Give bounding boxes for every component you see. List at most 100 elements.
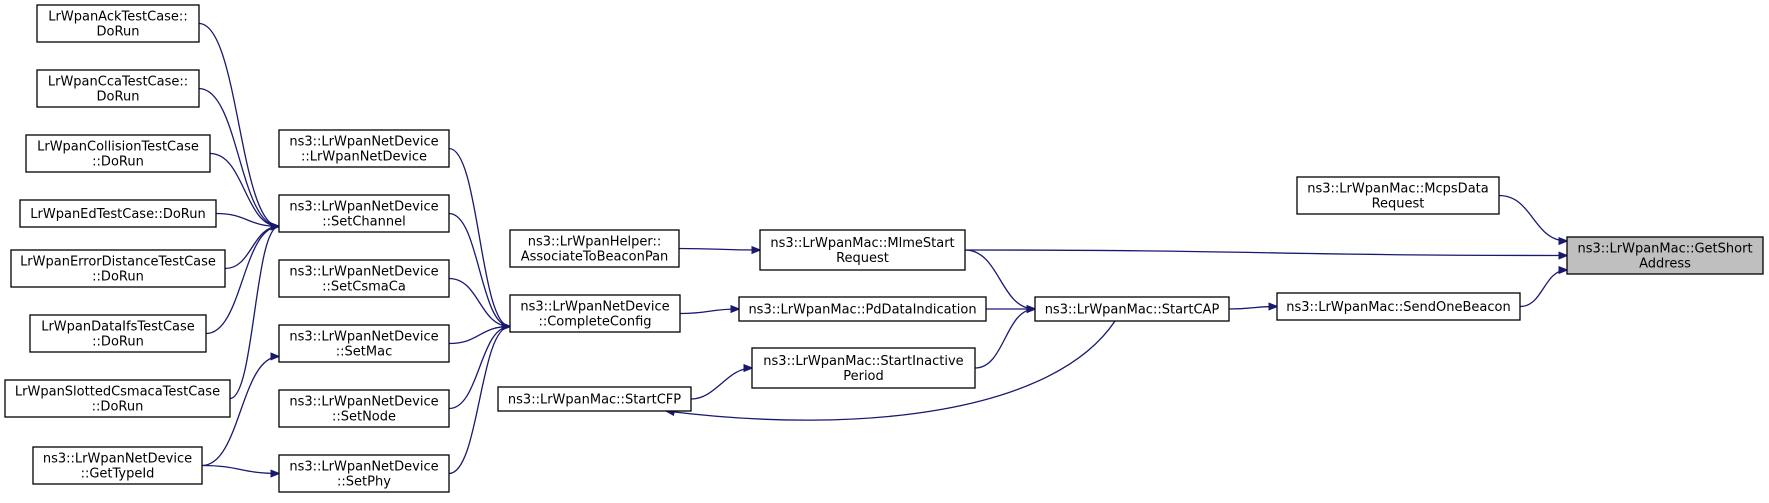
- graph-node-n9[interactable]: ns3::LrWpanNetDevice::LrWpanNetDevice: [278, 129, 450, 168]
- graph-node-n17[interactable]: ns3::LrWpanMac::StartCFP: [497, 386, 692, 412]
- edge-n7-to-n10: [229, 226, 279, 400]
- graph-node-n10[interactable]: ns3::LrWpanNetDevice::SetChannel: [278, 194, 450, 233]
- node-box: [738, 296, 987, 322]
- node-label-line: ::GetTypeId: [81, 467, 155, 482]
- edge-n15-to-n18: [678, 249, 760, 251]
- edge-n17-to-n20: [690, 368, 752, 400]
- node-label-line: Period: [843, 369, 884, 384]
- node-box: [1566, 236, 1764, 275]
- graph-node-n1[interactable]: LrWpanAckTestCase::DoRun: [36, 4, 200, 43]
- edges-layer: [198, 22, 1567, 475]
- node-box: [4, 379, 231, 418]
- node-label-line: LrWpanCcaTestCase::: [48, 75, 188, 90]
- node-box: [759, 229, 966, 271]
- graph-node-n8[interactable]: ns3::LrWpanNetDevice::GetTypeId: [32, 446, 203, 485]
- node-box: [10, 249, 226, 288]
- node-box: [25, 134, 211, 173]
- node-label-line: ::DoRun: [92, 400, 144, 415]
- node-box: [19, 199, 217, 228]
- node-label-line: ::DoRun: [92, 335, 144, 350]
- node-label-line: ns3::LrWpanNetDevice: [289, 460, 438, 475]
- edge-n22-to-n24: [1498, 194, 1567, 242]
- node-label-line: Address: [1639, 257, 1691, 272]
- node-box: [29, 314, 207, 353]
- node-label-line: ::SetMac: [336, 345, 392, 360]
- node-box: [751, 347, 976, 389]
- node-label-line: ns3::LrWpanNetDevice: [520, 300, 669, 315]
- graph-node-n23[interactable]: ns3::LrWpanMac::SendOneBeacon: [1276, 292, 1521, 321]
- node-label-line: ::SetChannel: [322, 215, 405, 230]
- node-label-line: ::SetPhy: [337, 475, 391, 490]
- edge-n10-to-n16: [448, 212, 510, 327]
- node-label-line: ns3::LrWpanMac::PdDataIndication: [748, 303, 976, 318]
- node-box: [278, 324, 450, 363]
- graph-node-n16[interactable]: ns3::LrWpanNetDevice::CompleteConfig: [509, 294, 681, 333]
- graph-node-n13[interactable]: ns3::LrWpanNetDevice::SetNode: [278, 389, 450, 428]
- node-label-line: Request: [836, 251, 889, 266]
- node-label-line: LrWpanDataIfsTestCase: [41, 320, 195, 335]
- node-label-line: ::LrWpanNetDevice: [301, 150, 427, 165]
- edge-n3-to-n10: [209, 152, 279, 227]
- edge-n13-to-n16: [448, 326, 510, 410]
- nodes-layer: LrWpanAckTestCase::DoRunLrWpanCcaTestCas…: [4, 4, 1764, 493]
- edge-n16-to-n19: [679, 309, 739, 315]
- node-label-line: LrWpanAckTestCase::: [48, 10, 187, 25]
- node-box: [509, 229, 680, 268]
- node-label-line: Request: [1372, 197, 1425, 212]
- node-label-line: ns3::LrWpanNetDevice: [289, 330, 438, 345]
- graph-node-n15[interactable]: ns3::LrWpanHelper::AssociateToBeaconPan: [509, 229, 680, 268]
- node-label-line: ns3::LrWpanNetDevice: [289, 200, 438, 215]
- edge-n8-to-n12: [201, 356, 279, 467]
- node-box: [497, 386, 692, 412]
- edge-n14-to-n16: [448, 326, 510, 475]
- node-box: [36, 4, 200, 43]
- graph-node-n3[interactable]: LrWpanCollisionTestCase::DoRun: [25, 134, 211, 173]
- graph-node-n5[interactable]: LrWpanErrorDistanceTestCase::DoRun: [10, 249, 226, 288]
- edge-n2-to-n10: [198, 87, 279, 227]
- node-label-line: ::CompleteConfig: [538, 315, 651, 330]
- edge-n18-to-n24: [964, 249, 1567, 256]
- node-label-line: ns3::LrWpanMac::StartCAP: [1045, 303, 1220, 318]
- node-label-line: ns3::LrWpanMac::MlmeStart: [770, 236, 954, 251]
- node-label-line: ns3::LrWpanHelper::: [528, 235, 661, 250]
- edge-n20-to-n21: [974, 309, 1035, 369]
- node-box: [278, 194, 450, 233]
- node-label-line: ::DoRun: [92, 270, 144, 285]
- node-box: [278, 259, 450, 298]
- edge-n23-to-n24: [1519, 270, 1567, 308]
- node-label-line: DoRun: [97, 25, 140, 40]
- node-box: [1296, 176, 1500, 215]
- edge-n1-to-n10: [198, 22, 279, 227]
- graph-node-n2[interactable]: LrWpanCcaTestCase::DoRun: [36, 69, 200, 108]
- edge-n11-to-n16: [448, 277, 510, 327]
- node-label-line: ::DoRun: [92, 155, 144, 170]
- node-label-line: AssociateToBeaconPan: [521, 250, 669, 265]
- graph-node-n6[interactable]: LrWpanDataIfsTestCase::DoRun: [29, 314, 207, 353]
- graph-node-n14[interactable]: ns3::LrWpanNetDevice::SetPhy: [278, 454, 450, 493]
- node-label-line: LrWpanErrorDistanceTestCase: [20, 255, 216, 270]
- node-label-line: DoRun: [97, 90, 140, 105]
- node-label-line: LrWpanSlottedCsmacaTestCase: [15, 385, 220, 400]
- node-label-line: LrWpanEdTestCase::DoRun: [30, 207, 205, 222]
- graph-node-n7[interactable]: LrWpanSlottedCsmacaTestCase::DoRun: [4, 379, 231, 418]
- edge-n8-to-n14: [201, 464, 279, 474]
- graph-node-n19[interactable]: ns3::LrWpanMac::PdDataIndication: [738, 296, 987, 322]
- node-label-line: ns3::LrWpanNetDevice: [289, 265, 438, 280]
- edge-n6-to-n10: [205, 226, 279, 335]
- graph-node-n11[interactable]: ns3::LrWpanNetDevice::SetCsmaCa: [278, 259, 450, 298]
- node-label-line: ::SetCsmaCa: [322, 280, 406, 295]
- node-box: [278, 389, 450, 428]
- node-box: [1034, 296, 1230, 322]
- node-box: [32, 446, 203, 485]
- node-box: [278, 454, 450, 493]
- node-label-line: ns3::LrWpanNetDevice: [43, 452, 192, 467]
- graph-node-n4[interactable]: LrWpanEdTestCase::DoRun: [19, 199, 217, 228]
- node-label-line: ns3::LrWpanNetDevice: [289, 395, 438, 410]
- graph-node-n21[interactable]: ns3::LrWpanMac::StartCAP: [1034, 296, 1230, 322]
- graph-node-n12[interactable]: ns3::LrWpanNetDevice::SetMac: [278, 324, 450, 363]
